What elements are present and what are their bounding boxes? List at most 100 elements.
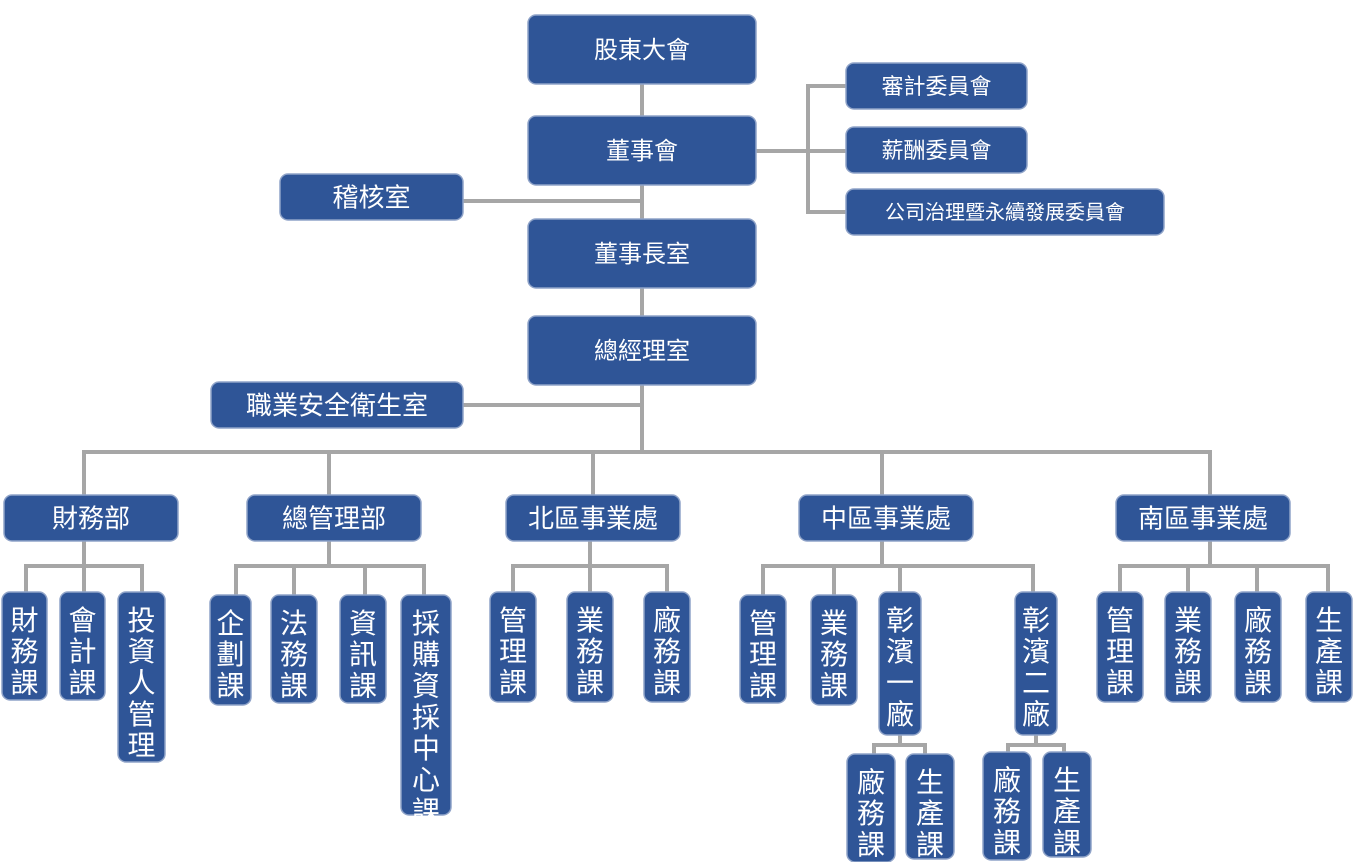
- node-box: [1305, 591, 1353, 703]
- node-label: 審計委員會: [881, 75, 991, 100]
- node-box: [905, 753, 955, 860]
- node-box: [527, 218, 757, 289]
- node-label: 管理課: [749, 607, 777, 703]
- node-finance-dept: 財務部: [3, 494, 179, 542]
- node-box: [59, 591, 106, 701]
- node-label: 中區事業處: [821, 504, 951, 534]
- node-it-section: 資訊課: [339, 594, 387, 704]
- node-label: 總經理室: [594, 337, 690, 365]
- node-label: 投資人管理: [127, 604, 155, 762]
- node-box: [505, 494, 681, 542]
- node-box: [845, 62, 1028, 110]
- node-box: [1164, 591, 1212, 703]
- node-legal-section: 法務課: [270, 594, 318, 704]
- connector-lines: [24, 82, 1330, 756]
- node-label: 管理課: [1106, 604, 1134, 700]
- node-label: 彰濱二廠: [1022, 604, 1050, 731]
- node-label: 彰濱一廠: [886, 604, 914, 731]
- node-north-management: 管理課: [489, 591, 537, 703]
- node-box: [845, 126, 1028, 174]
- node-label: 職業安全衛生室: [246, 391, 428, 421]
- node-label: 財務部: [52, 504, 130, 534]
- node-label: 董事會: [606, 137, 678, 165]
- node-label: 南區事業處: [1138, 504, 1268, 534]
- node-label: 北區事業處: [528, 504, 658, 534]
- node-label: 管理課: [499, 604, 527, 700]
- node-label: 廠務課: [857, 766, 885, 862]
- node-changbin-plant-1: 彰濱一廠: [878, 591, 922, 736]
- node-box: [982, 751, 1032, 861]
- node-admin-dept: 總管理部: [246, 494, 422, 542]
- node-central-division: 中區事業處: [798, 494, 974, 542]
- node-box: [845, 188, 1165, 236]
- node-south-sales: 業務課: [1164, 591, 1212, 703]
- node-box: [1115, 494, 1291, 542]
- node-box: [1042, 751, 1092, 858]
- node-finance-section: 財務課: [1, 591, 48, 701]
- node-board: 董事會: [527, 115, 757, 186]
- node-label: 生產課: [916, 766, 944, 862]
- node-box: [489, 591, 537, 703]
- node-plant2-affairs: 廠務課: [982, 751, 1032, 861]
- node-box: [878, 591, 922, 736]
- node-governance-committee: 公司治理暨永續發展委員會: [845, 188, 1165, 236]
- node-box: [210, 381, 464, 429]
- node-box: [527, 315, 757, 386]
- node-box: [117, 591, 166, 763]
- node-box: [400, 594, 452, 816]
- node-box: [846, 753, 896, 862]
- node-plant1-production: 生產課: [905, 753, 955, 862]
- node-planning-section: 企劃課: [209, 594, 252, 706]
- node-plant1-affairs: 廠務課: [846, 753, 896, 862]
- node-label: 會計課: [68, 604, 96, 700]
- node-label: 薪酬委員會: [881, 139, 991, 164]
- node-box: [246, 494, 422, 542]
- node-south-plant-affairs: 廠務課: [1234, 591, 1282, 703]
- node-label: 公司治理暨永續發展委員會: [885, 200, 1125, 224]
- node-box: [339, 594, 387, 704]
- node-box: [798, 494, 974, 542]
- node-investor-relations-section: 投資人管理: [117, 591, 166, 763]
- node-box: [3, 494, 179, 542]
- node-box: [527, 14, 757, 85]
- node-label: 稽核室: [332, 183, 410, 213]
- node-label: 資訊課: [349, 607, 377, 703]
- node-safety-office: 職業安全衛生室: [210, 381, 464, 429]
- node-procurement-section: 採購資採中心課: [400, 594, 452, 828]
- node-box: [1, 591, 48, 701]
- node-central-sales: 業務課: [810, 594, 858, 706]
- node-box: [279, 173, 464, 221]
- node-chairman-office: 董事長室: [527, 218, 757, 289]
- node-south-division: 南區事業處: [1115, 494, 1291, 542]
- node-president-office: 總經理室: [527, 315, 757, 386]
- node-accounting-section: 會計課: [59, 591, 106, 701]
- node-south-management: 管理課: [1096, 591, 1144, 703]
- node-box: [527, 115, 757, 186]
- node-box: [739, 594, 787, 704]
- node-box: [566, 591, 614, 703]
- node-label: 廠務課: [993, 764, 1021, 860]
- node-north-division: 北區事業處: [505, 494, 681, 542]
- node-internal-audit: 稽核室: [279, 173, 464, 221]
- node-label: 業務課: [820, 607, 848, 703]
- node-label: 企劃課: [216, 607, 244, 703]
- node-label: 業務課: [576, 604, 604, 700]
- node-label: 廠務課: [1244, 604, 1272, 700]
- node-remuneration-committee: 薪酬委員會: [845, 126, 1028, 174]
- node-north-plant-affairs: 廠務課: [643, 591, 691, 703]
- node-changbin-plant-2: 彰濱二廠: [1014, 591, 1058, 736]
- node-box: [209, 594, 252, 706]
- node-label: 採購資採中心課: [412, 607, 440, 828]
- node-box: [270, 594, 318, 704]
- node-audit-committee: 審計委員會: [845, 62, 1028, 110]
- node-box: [643, 591, 691, 703]
- node-label: 業務課: [1174, 604, 1202, 700]
- node-label: 法務課: [280, 607, 308, 703]
- node-label: 生產課: [1315, 604, 1343, 700]
- node-label: 股東大會: [594, 36, 690, 64]
- node-box: [810, 594, 858, 706]
- node-label: 董事長室: [594, 240, 690, 268]
- node-north-sales: 業務課: [566, 591, 614, 703]
- node-box: [1096, 591, 1144, 703]
- node-box: [1014, 591, 1058, 736]
